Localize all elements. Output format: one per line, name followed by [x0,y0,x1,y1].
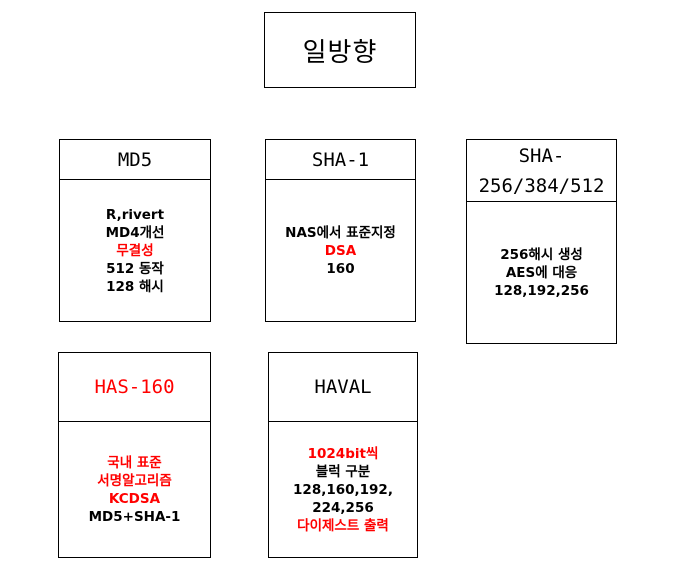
card-sha2-header-line2: 256/384/512 [478,174,605,197]
card-haval-line: 다이제스트 출력 [297,517,389,534]
card-haval-line: 128,160,192, [293,481,393,498]
card-sha2-line: 256해시 생성 [500,246,583,263]
card-md5-line: R,rivert [105,206,165,223]
card-haval-line: 1024bit씩 [307,445,379,462]
card-has160: HAS-160 국내 표준 서명알고리즘 KCDSA MD5+SHA-1 [58,352,211,558]
card-sha1-line: NAS에서 표준지정 [285,224,396,241]
card-sha1: SHA-1 NAS에서 표준지정 DSA 160 [265,139,416,322]
card-sha2-line: 128,192,256 [494,282,589,299]
card-haval-line: 블럭 구분 [315,463,371,480]
card-haval-line: 224,256 [312,499,374,516]
card-md5-line: 128 해시 [106,278,164,295]
card-has160-line: 서명알고리즘 [97,472,172,489]
card-sha2-header: SHA- 256/384/512 [467,140,616,202]
card-sha1-line: 160 [326,260,355,277]
card-md5-header: MD5 [60,140,210,180]
card-has160-line: KCDSA [108,490,161,507]
card-sha1-body: NAS에서 표준지정 DSA 160 [266,180,415,321]
card-sha2: SHA- 256/384/512 256해시 생성 AES에 대응 128,19… [466,139,617,344]
card-haval: HAVAL 1024bit씩 블럭 구분 128,160,192, 224,25… [268,352,418,558]
card-has160-body: 국내 표준 서명알고리즘 KCDSA MD5+SHA-1 [59,422,210,557]
card-sha2-line: AES에 대응 [505,264,578,281]
card-md5-line: MD4개선 [105,224,165,241]
card-sha2-body: 256해시 생성 AES에 대응 128,192,256 [467,202,616,343]
card-md5-line: 512 동작 [106,260,164,277]
card-sha1-header: SHA-1 [266,140,415,180]
title-box: 일방향 [264,12,416,88]
card-haval-body: 1024bit씩 블럭 구분 128,160,192, 224,256 다이제스… [269,422,417,557]
card-sha2-header-line1: SHA- [518,144,565,167]
diagram-title: 일방향 [302,37,378,68]
card-has160-line: MD5+SHA-1 [88,508,181,525]
card-md5: MD5 R,rivert MD4개선 무결성 512 동작 128 해시 [59,139,211,322]
card-has160-header: HAS-160 [59,353,210,422]
card-md5-line: 무결성 [116,242,154,259]
card-sha1-line: DSA [324,242,357,259]
card-has160-line: 국내 표준 [107,454,162,471]
card-md5-body: R,rivert MD4개선 무결성 512 동작 128 해시 [60,180,210,321]
card-haval-header: HAVAL [269,353,417,422]
